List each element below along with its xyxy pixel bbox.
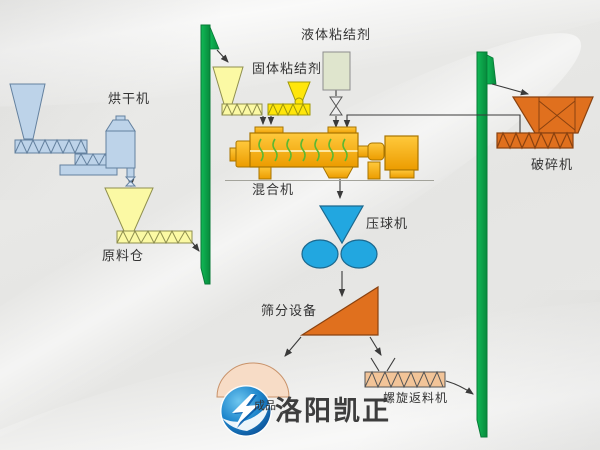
screw-return-label: 螺旋返料机 <box>383 391 449 405</box>
liquid-binder-tank <box>322 51 351 91</box>
liquid-binder-icon <box>322 51 351 116</box>
screening-equipment-icon <box>299 285 379 336</box>
briquetting-label: 压球机 <box>366 217 409 232</box>
mixer-machine-icon <box>225 126 434 181</box>
mixer-motor-base <box>389 169 415 179</box>
dryer-machine-icon <box>9 83 137 187</box>
dryer-label: 烘干机 <box>108 92 151 107</box>
mixer-coupling <box>367 142 385 161</box>
raw-bin-hopper <box>104 187 154 232</box>
dryer-outlet <box>126 167 135 178</box>
watermark-text: 洛阳凯正 <box>275 396 391 427</box>
crusher-label: 破碎机 <box>531 158 574 173</box>
mixer-right-leg <box>367 161 381 180</box>
briquetting-press-icon <box>301 205 378 269</box>
raw-material-bin-icon <box>104 187 193 245</box>
crusher-hopper <box>511 96 594 134</box>
product-label: 成品 <box>254 399 276 412</box>
bucket-elevator-left-icon <box>200 24 220 285</box>
screw-return-conveyor-icon <box>364 370 446 389</box>
mixer-discharge <box>322 166 354 179</box>
mixer-left-bearing <box>235 140 252 168</box>
arrow-elevator-to-hopper <box>216 49 229 63</box>
dryer-cap <box>115 115 126 121</box>
solid-binder-conveyor <box>267 103 311 116</box>
bucket-elevator-right-icon <box>476 51 497 438</box>
return-funnel-left <box>370 357 380 372</box>
press-roller-right <box>340 239 378 269</box>
flow-arrows <box>127 49 530 395</box>
arrow-return-to-elevator <box>445 380 474 395</box>
arrow-screen-to-product <box>284 336 302 357</box>
dryer-tower <box>105 130 136 169</box>
liquid-binder-label: 液体粘结剂 <box>301 28 372 43</box>
press-funnel <box>318 205 365 245</box>
dryer-silo <box>9 83 46 140</box>
mixer-left-leg <box>258 165 272 180</box>
watermark-logo-icon <box>220 385 272 437</box>
arrow-screen-to-return <box>369 336 382 356</box>
dryer-dome <box>105 119 136 132</box>
screening-label: 筛分设备 <box>261 304 318 319</box>
mixer-shaft <box>357 145 369 158</box>
return-line-crusher-to-mixer <box>343 114 521 133</box>
arrow-elevator-to-crusher <box>491 83 530 96</box>
feed-hopper-icon <box>212 66 263 117</box>
liquid-binder-valve-icon <box>329 96 343 116</box>
feed-hopper <box>212 66 244 105</box>
mixer-squiggles <box>258 138 348 162</box>
dryer-duct <box>59 164 118 176</box>
solid-binder-icon <box>267 81 311 117</box>
mixer-label: 混合机 <box>252 183 295 198</box>
raw-bin-label: 原料仓 <box>102 249 145 264</box>
return-funnel-right <box>386 357 396 372</box>
solid-binder-label: 固体粘结剂 <box>252 62 323 77</box>
mixer-motor <box>384 135 419 171</box>
press-roller-left <box>301 239 339 269</box>
crusher-machine-icon <box>496 96 594 150</box>
arrow-bin-to-elevator <box>191 241 200 252</box>
